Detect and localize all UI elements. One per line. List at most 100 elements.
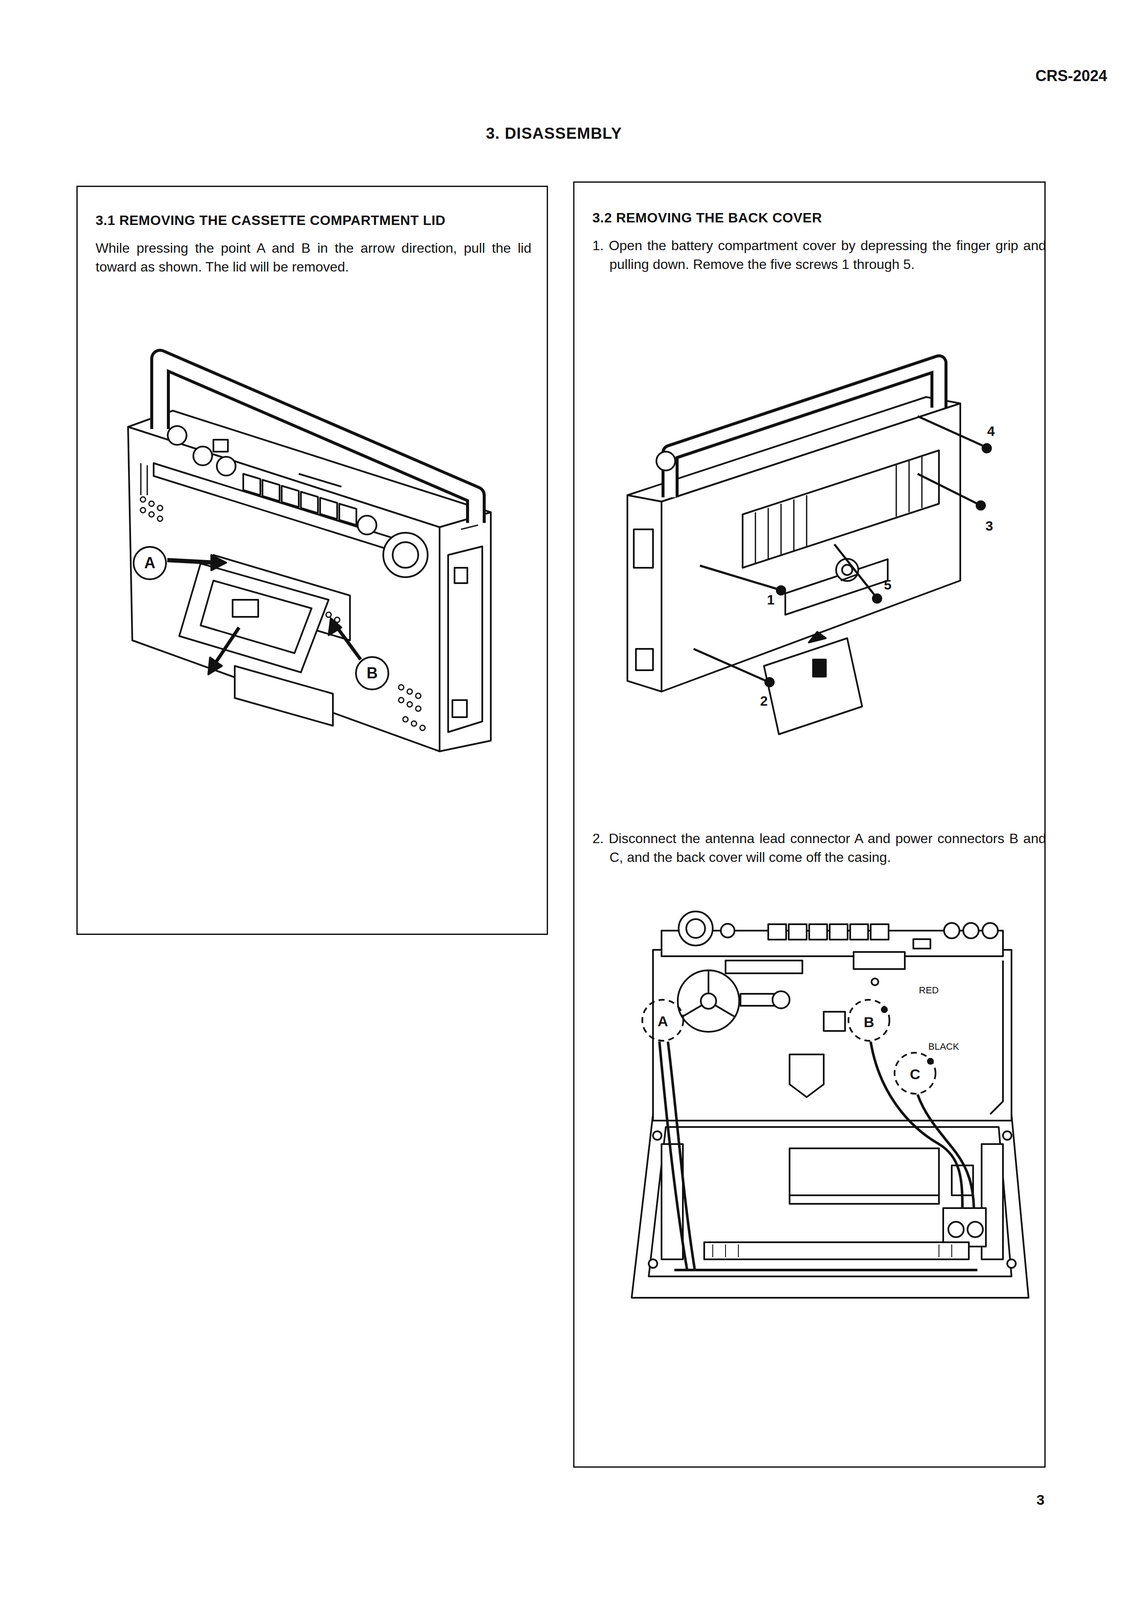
cassette-lid-figure-line [448,546,483,732]
connector-figure-line-line [659,1041,688,1270]
connector-figure-line [772,991,790,1009]
back-cover-screws-figure-line [834,544,875,596]
back-cover-screws-figure-line-line [895,465,898,517]
cassette-lid-figure-line-line [157,505,163,511]
cassette-lid-figure-line [452,699,467,718]
connector-figure-line-line [788,924,807,940]
back-cover-screws-figure-line [763,638,863,735]
cassette-lid-figure-line-line [407,688,413,694]
back-cover-screws-figure-line [635,648,653,671]
cassette-lid-figure-line [146,465,149,496]
connector-figure-line [1007,1259,1016,1268]
connector-figure-line [648,1126,1012,1277]
cassette-lid-figure-line [232,599,259,617]
cassette-lid-figure-line [213,439,228,452]
cassette-lid-figure-line [298,473,342,487]
cassette-lid-figure-line [133,546,167,580]
instruction-text: While pressing the point A and B in the … [95,239,532,277]
cassette-lid-figure [128,358,491,752]
screw-number: 4 [987,424,995,438]
connector-figure-line-line [712,1244,714,1257]
point-letter: A [144,555,156,571]
cassette-lid-figure-line [281,485,299,508]
cassette-lid-figure-line-line [157,515,163,522]
back-cover-screws-figure-line-line [908,460,910,513]
connector-figure-line [715,1005,735,1017]
back-cover-screws-figure-line [776,585,786,595]
connector-letter: B [863,1014,875,1029]
connector-figure-line [652,1131,662,1140]
connector-figure-line-line [870,924,889,940]
cassette-lid-figure-line-line [419,725,426,731]
cassette-lid-figure-line-line [398,697,404,703]
connector-figure-line [789,1054,824,1097]
cassette-lid-figure-line [211,554,227,571]
connector-letter: A [657,1013,669,1029]
cassette-lid-figure-line [160,358,476,523]
connector-figure-line [648,1259,658,1268]
cassette-lid-figure-line-line [415,693,421,699]
cassette-lid-figure-line [234,665,333,726]
connector-figure-line [982,922,998,939]
back-cover-screws-figure [627,362,992,735]
connector-figure-line [768,924,889,940]
cassette-lid-figure-line [460,524,479,530]
connector-figure-line-line [938,1244,940,1257]
connector-figure-line [967,1221,983,1237]
connector-figure-line [677,970,740,1032]
cassette-lid-figure-line-line [411,720,417,726]
wire-colour: RED [917,984,940,996]
cassette-lid-figure-line [213,627,240,666]
cassette-lid-figure-line [216,456,236,476]
back-cover-screws-figure-line [813,659,826,677]
model-number: CRS-2024 [1035,68,1108,84]
cassette-lid-figure-line [193,446,213,466]
back-cover-screws-figure-line [840,574,858,581]
cassette-lid-figure-line-line [402,716,409,722]
connector-figure-line-line [951,1244,953,1257]
connector-figure-line-line [917,1094,974,1208]
cassette-lid-figure-line [200,580,312,653]
connector-figure-line [913,938,931,949]
connector-figure-line [871,978,879,986]
cassette-lid-figure-line [262,479,280,502]
cassette-lid-figure-line-line [398,684,404,690]
screw-number: 3 [985,518,994,533]
cassette-lid-figure-line [357,515,377,535]
cassette-lid-figure-line-line [140,496,146,502]
cassette-lid-figure-line-line [407,701,413,707]
connector-figure-line [740,993,775,1006]
connector-figure-line [853,951,905,969]
connector-figure-line [948,1221,964,1237]
back-cover-screws-figure-line [808,631,826,643]
connector-figure-line [631,1113,1029,1298]
cassette-lid-figure-line [392,542,419,568]
back-cover-screws-figure-line [917,473,978,504]
back-cover-screws-figure-line-line [793,499,795,551]
screw-number: 2 [760,693,768,708]
page-number: 3 [1036,1492,1045,1507]
connector-figure-line [678,911,713,946]
cassette-lid-figure-line-line [326,612,332,618]
back-cover-screws-figure-line-line [806,495,808,547]
connector-figure-line-line [725,1244,726,1257]
back-cover-screws-figure-line [627,495,662,692]
connector-figure-line-line [642,999,684,1041]
procedure-panel: 3.2 REMOVING THE BACK COVER1. Open the b… [573,181,1046,1468]
connector-figure-line [704,1241,969,1260]
cassette-lid-figure-line [128,426,440,752]
cassette-lid-figure-line [383,532,428,578]
connector-figure-line [652,949,1012,1121]
back-cover-screws-figure-line [785,559,888,615]
cassette-lid-figure-line-line [140,507,146,513]
back-cover-screws-figure-line [699,565,778,589]
connector-figure-line [720,923,735,938]
back-cover-screws-figure-line-line [767,507,770,560]
connector-figure-line [674,1268,978,1271]
back-cover-screws-figure-line [656,451,676,471]
instruction-step: 1. Open the battery compartment cover by… [592,236,1047,274]
connector-figure-line [927,1058,933,1064]
connector-figure-line-line [809,924,828,940]
back-cover-screws-figure-line [917,416,984,446]
connector-figure-line [943,1207,986,1247]
